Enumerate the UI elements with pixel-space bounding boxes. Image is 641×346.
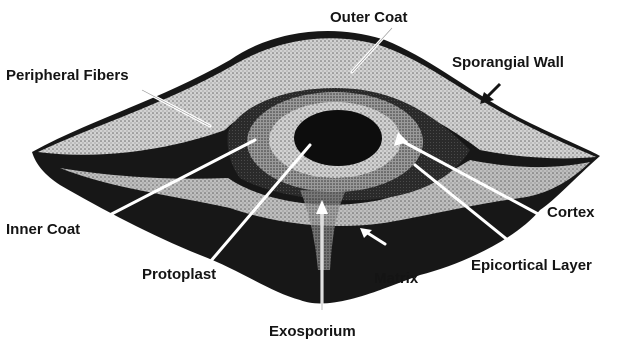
- label-sporangial-wall: Sporangial Wall: [452, 54, 564, 71]
- label-exosporium: Exosporium: [269, 323, 356, 340]
- label-protoplast: Protoplast: [142, 266, 216, 283]
- label-peripheral-fibers: Peripheral Fibers: [6, 67, 129, 84]
- label-cortex: Cortex: [547, 204, 595, 221]
- label-epicortical-layer: Epicortical Layer: [471, 257, 592, 274]
- label-inner-coat: Inner Coat: [6, 221, 80, 238]
- label-outer-coat: Outer Coat: [330, 9, 408, 26]
- label-matrix: Matrix: [374, 270, 419, 287]
- protoplast-core: [294, 110, 382, 166]
- sporangial-wall-arrow: [480, 84, 500, 104]
